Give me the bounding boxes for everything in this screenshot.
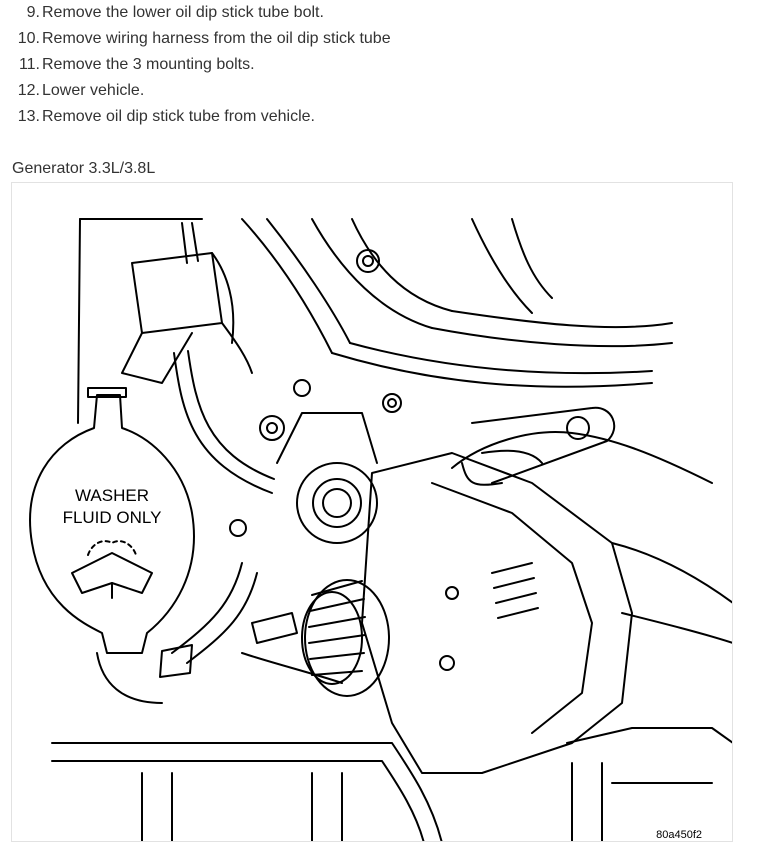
cap-label-line1: WASHER: [75, 486, 149, 505]
generator-illustration: WASHER FLUID ONLY 80a450f2: [11, 182, 733, 842]
procedure-steps: 9.Remove the lower oil dip stick tube bo…: [12, 0, 391, 130]
step-number: 13.: [17, 108, 40, 125]
step-item: 9.Remove the lower oil dip stick tube bo…: [12, 0, 391, 26]
step-number: 9.: [26, 4, 40, 21]
step-number: 12.: [17, 82, 40, 99]
step-text: Remove wiring harness from the oil dip s…: [42, 30, 391, 47]
figure-caption: Generator 3.3L/3.8L: [12, 160, 156, 177]
step-text: Lower vehicle.: [42, 82, 145, 99]
step-item: 10.Remove wiring harness from the oil di…: [12, 26, 391, 52]
step-text: Remove the lower oil dip stick tube bolt…: [42, 4, 324, 21]
step-number: 10.: [17, 30, 40, 47]
cap-label-line2: FLUID ONLY: [63, 508, 162, 527]
step-item: 12.Lower vehicle.: [12, 78, 391, 104]
line-drawing: WASHER FLUID ONLY 80a450f2: [29, 218, 732, 841]
figure-part-number: 80a450f2: [656, 829, 702, 841]
step-text: Remove oil dip stick tube from vehicle.: [42, 108, 315, 125]
step-number: 11.: [18, 56, 40, 73]
step-text: Remove the 3 mounting bolts.: [42, 56, 255, 73]
step-item: 13.Remove oil dip stick tube from vehicl…: [12, 104, 391, 130]
step-item: 11.Remove the 3 mounting bolts.: [12, 52, 391, 78]
